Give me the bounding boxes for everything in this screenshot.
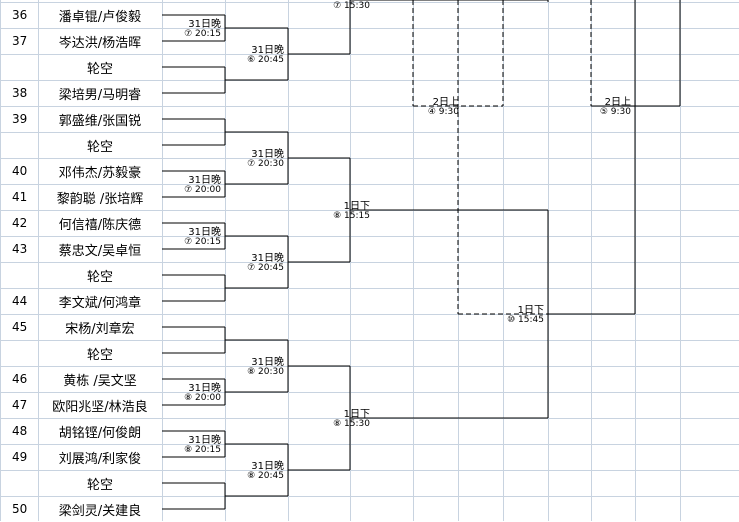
player-name: 何信禧/陈庆德 [58,217,142,233]
seed-number: 42 [12,216,28,230]
seed-number: 36 [12,8,28,22]
player-name: 黄栋 /吴文坚 [63,373,137,389]
match-date-label: 31日晚 [251,44,284,56]
player-name: 轮空 [86,347,113,363]
player-name: 黎韵聪 /张培辉 [56,191,144,207]
seed-number: 37 [12,34,28,48]
match-court-time: ⑦ 20:15 [184,237,221,247]
match-date-label: 1日下 [517,304,544,316]
match-date-label: 31日晚 [188,226,221,238]
player-name: 邓伟杰/苏毅豪 [58,165,142,181]
match-date-label: 31日晚 [251,356,284,368]
match-court-time: ⑤ 9:30 [599,107,631,117]
match-court-time: ⑦ 20:30 [247,159,284,169]
match-court-time: ⑧ 20:00 [184,393,221,403]
match-date-label: 2日上 [604,96,631,108]
player-name: 宋杨/刘章宏 [65,321,135,337]
seed-number: 39 [12,112,28,126]
match-court-time: ⑧ 20:15 [184,445,221,455]
player-name: 岑达洪/杨浩晖 [58,35,142,51]
match-court-time: ⑧ 20:45 [247,471,284,481]
seed-number: 48 [12,424,28,438]
match-court-time: ⑥ 20:45 [247,55,284,65]
match-date-label: 2日上 [432,96,459,108]
match-date-label: 31日晚 [251,148,284,160]
match-court-time: ⑧ 15:15 [333,211,370,221]
seed-number [0,340,38,366]
player-name: 轮空 [86,269,113,285]
match-date-label: 31日晚 [188,434,221,446]
seed-number: 44 [12,294,28,308]
match-date-label: 1日下 [343,408,370,420]
match-date-label: 31日晚 [251,252,284,264]
seed-number [0,262,38,288]
match-court-time: ⑦ 20:45 [247,263,284,273]
seed-number: 46 [12,372,28,386]
match-court-time: ⑦ 20:00 [184,185,221,195]
seed-number [0,54,38,80]
match-date-label: 31日晚 [188,174,221,186]
player-name: 李文斌/何鸿章 [58,295,142,311]
match-court-time: ⑦ 20:15 [184,29,221,39]
seed-number: 47 [12,398,28,412]
player-name: 欧阳兆坚/林浩良 [52,399,148,415]
match-court-time: ⑩ 15:45 [507,315,544,325]
match-court-time: ⑧ 15:30 [333,419,370,429]
match-date-label: 1日下 [343,200,370,212]
seed-number: 45 [12,320,28,334]
player-name: 胡铭铿/何俊朗 [58,425,142,441]
player-name: 蔡忠文/吴卓恒 [58,243,142,259]
player-name: 刘展鸿/利家俊 [58,451,142,467]
seed-number [0,132,38,158]
player-name: 郭盛维/张国锐 [58,113,142,129]
seed-number: 40 [12,164,28,178]
match-date-label: 31日晚 [188,18,221,30]
player-name: 轮空 [86,61,113,77]
match-court-time: ⑧ 20:30 [247,367,284,377]
match-date-label: 31日晚 [251,460,284,472]
match-court-time: ⑦ 15:30 [333,1,370,11]
seed-number [0,470,38,496]
player-name: 梁剑灵/关建良 [58,503,142,519]
seed-number: 50 [12,502,28,516]
seed-number: 38 [12,86,28,100]
player-name: 轮空 [86,477,113,493]
player-name: 轮空 [86,139,113,155]
seed-number: 43 [12,242,28,256]
seed-number: 49 [12,450,28,464]
match-court-time: ④ 9:30 [427,107,459,117]
seed-number: 41 [12,190,28,204]
player-name: 梁培男/马明睿 [58,87,142,103]
match-date-label: 31日晚 [188,382,221,394]
player-name: 潘卓锟/卢俊毅 [58,9,142,25]
